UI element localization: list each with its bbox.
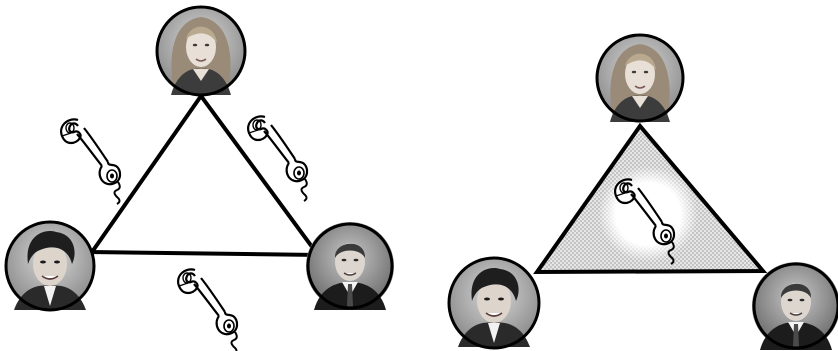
phone-icon-right-top <box>246 115 309 203</box>
portrait-man-in-suit <box>305 221 395 311</box>
portrait-woman-short-hair <box>4 220 96 312</box>
portrait-woman-long-hair <box>155 5 247 97</box>
portrait-woman-short-hair <box>447 256 541 350</box>
portrait-woman-long-hair <box>595 33 685 123</box>
portrait-man-in-suit <box>751 261 838 351</box>
phone-icon-left-top <box>59 118 122 206</box>
left-triangle <box>88 92 322 258</box>
phone-icon-bottom <box>176 268 239 351</box>
right-panel <box>447 33 838 351</box>
left-panel <box>4 5 395 351</box>
